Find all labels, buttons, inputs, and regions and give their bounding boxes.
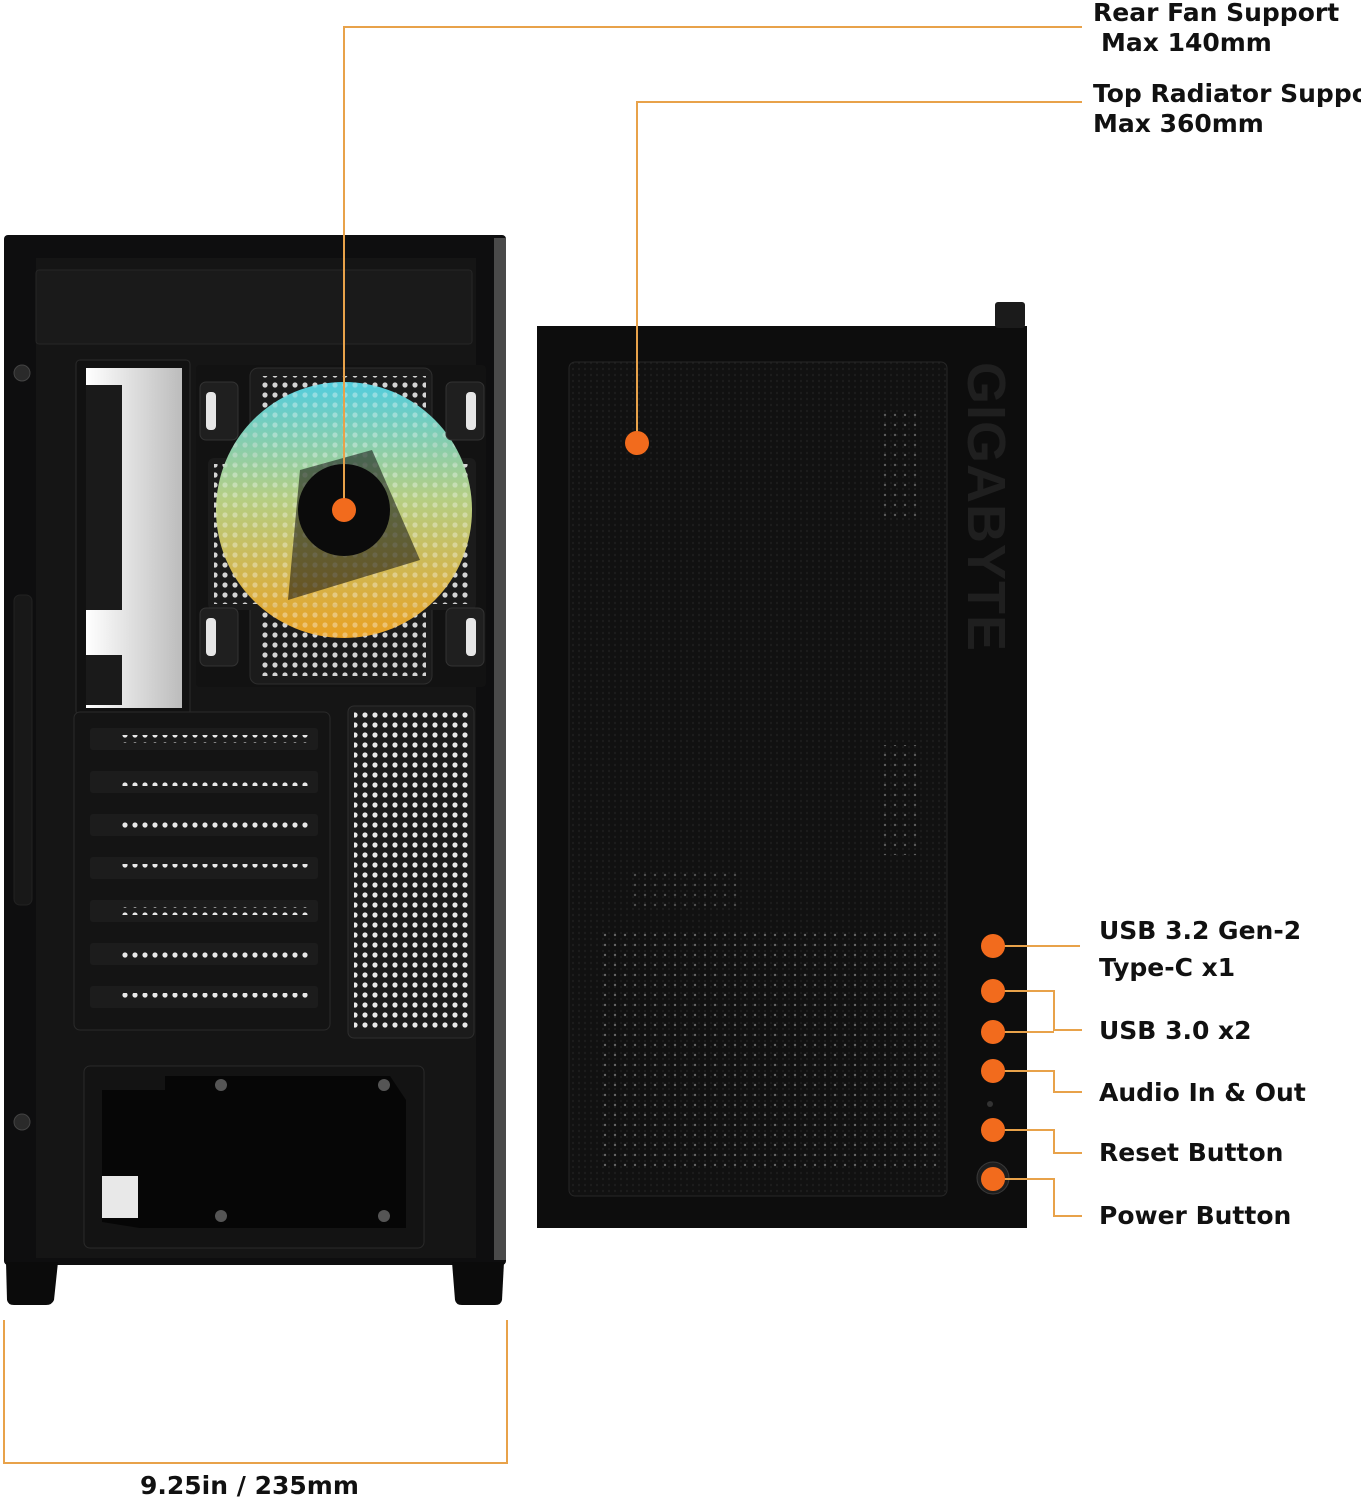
- power-label: Power Button: [1099, 1201, 1292, 1230]
- rear-fan-line1: Rear Fan Support: [1093, 0, 1340, 27]
- width-dimension-label: 9.25in / 235mm: [140, 1471, 359, 1500]
- audio-marker: [981, 1059, 1005, 1083]
- usb30-marker-1: [981, 979, 1005, 1003]
- usb30-marker-2: [981, 1020, 1005, 1044]
- case-front-view: GIGABYTE: [537, 302, 1027, 1228]
- top-radiator-line1: Top Radiator Support: [1093, 79, 1361, 108]
- case-rear-view: [4, 235, 506, 1305]
- rear-fan-line2: Max 140mm: [1101, 28, 1272, 57]
- audio-label: Audio In & Out: [1099, 1078, 1306, 1107]
- top-radiator-line2: Max 360mm: [1093, 109, 1264, 138]
- reset-marker: [981, 1118, 1005, 1142]
- rear-fan-marker: [332, 498, 356, 522]
- top-radiator-label: Top Radiator Support Max 360mm: [1093, 79, 1361, 139]
- usb32-line2: Type-C x1: [1099, 953, 1236, 982]
- expansion-slots: [90, 728, 318, 1008]
- gigabyte-logo: GIGABYTE: [956, 362, 1016, 652]
- leader-lines: [3, 26, 1082, 1464]
- usb30-label: USB 3.0 x2: [1099, 1016, 1252, 1045]
- callout-markers: [332, 431, 1005, 1191]
- reset-label: Reset Button: [1099, 1138, 1284, 1167]
- usb32-line1: USB 3.2 Gen-2: [1099, 916, 1302, 945]
- usb-type-c-marker: [981, 934, 1005, 958]
- power-marker: [981, 1167, 1005, 1191]
- usb32-label: USB 3.2 Gen-2 Type-C x1: [1099, 912, 1301, 986]
- rear-fan-label: Rear Fan Support Max 140mm: [1093, 0, 1339, 58]
- top-radiator-marker: [625, 431, 649, 455]
